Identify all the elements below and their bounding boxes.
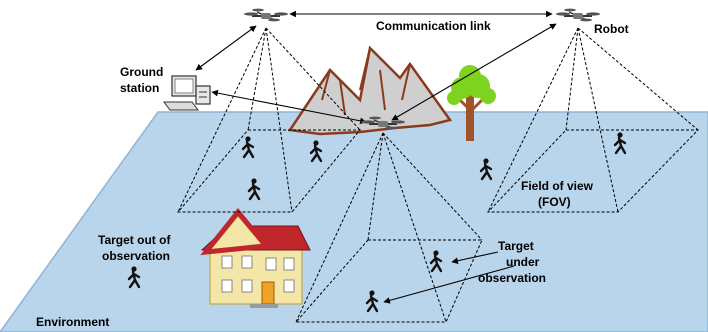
fov-label-line2: (FOV) bbox=[538, 195, 571, 209]
target-out-label-line1: Target out of bbox=[98, 233, 171, 247]
ground-station-label-line2: station bbox=[120, 81, 159, 95]
fov-label-line1: Field of view bbox=[521, 179, 594, 193]
fov-pyramid-center bbox=[294, 132, 483, 323]
target-under-label-line3: observation bbox=[478, 271, 546, 285]
communication-links bbox=[195, 10, 557, 125]
environment-plane bbox=[0, 111, 708, 332]
target-under-label-line2: under bbox=[506, 255, 540, 269]
target-out-label-line2: observation bbox=[102, 249, 170, 263]
house-icon bbox=[200, 208, 311, 308]
ground-station-computer-icon bbox=[163, 75, 211, 111]
drone-icon-left bbox=[243, 7, 289, 23]
robot-label: Robot bbox=[594, 22, 629, 36]
ground-station-label-line1: Ground bbox=[120, 65, 163, 79]
target-under-label-line1: Target bbox=[498, 239, 534, 253]
communication-link-label: Communication link bbox=[376, 19, 491, 33]
drone-icon-right bbox=[555, 7, 601, 23]
environment-label: Environment bbox=[36, 315, 109, 329]
